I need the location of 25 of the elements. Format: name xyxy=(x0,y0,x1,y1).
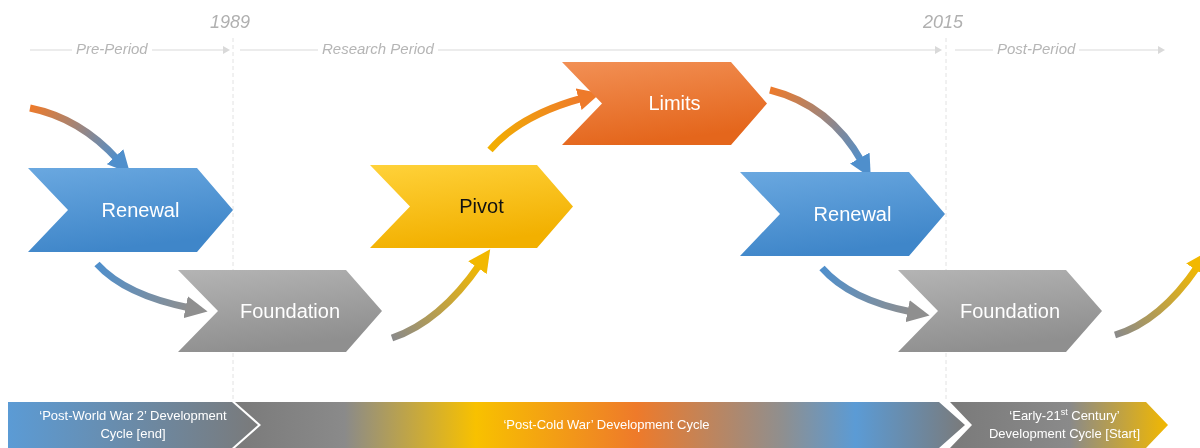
cycle-label: ‘Early-21$^{st}$ Century’ Development Cycle [Start] xyxy=(988,407,1141,443)
curved-arrow xyxy=(819,265,930,323)
stage-shape xyxy=(178,270,382,352)
stage-shape xyxy=(562,62,767,145)
stage-label: Renewal xyxy=(100,197,180,223)
stage-label: Foundation xyxy=(238,298,341,324)
period-band xyxy=(8,402,258,448)
stage-label: Foundation xyxy=(958,298,1061,324)
curved-arrow xyxy=(94,261,208,318)
period-label: Pre-Period xyxy=(72,40,152,57)
cycle-label: ‘Post-Cold War’ Development Cycle xyxy=(502,416,710,434)
stage-label: Pivot xyxy=(458,194,504,219)
period-label: Post-Period xyxy=(993,40,1080,57)
year-label: 1989 xyxy=(210,12,251,33)
cycle-label: ‘Post-World War 2’ Development Cycle [end] xyxy=(38,407,228,443)
period-label: Research Period xyxy=(318,40,438,57)
stage-shape xyxy=(898,270,1102,352)
stage-shape xyxy=(370,165,573,248)
year-label: 2015 xyxy=(923,12,964,33)
period-band xyxy=(950,402,1168,448)
stage-shape xyxy=(740,172,945,256)
stage-shape xyxy=(28,168,233,252)
stage-label: Limits xyxy=(647,91,701,116)
stage-label: Renewal xyxy=(812,201,892,227)
curved-arrow xyxy=(390,249,491,342)
